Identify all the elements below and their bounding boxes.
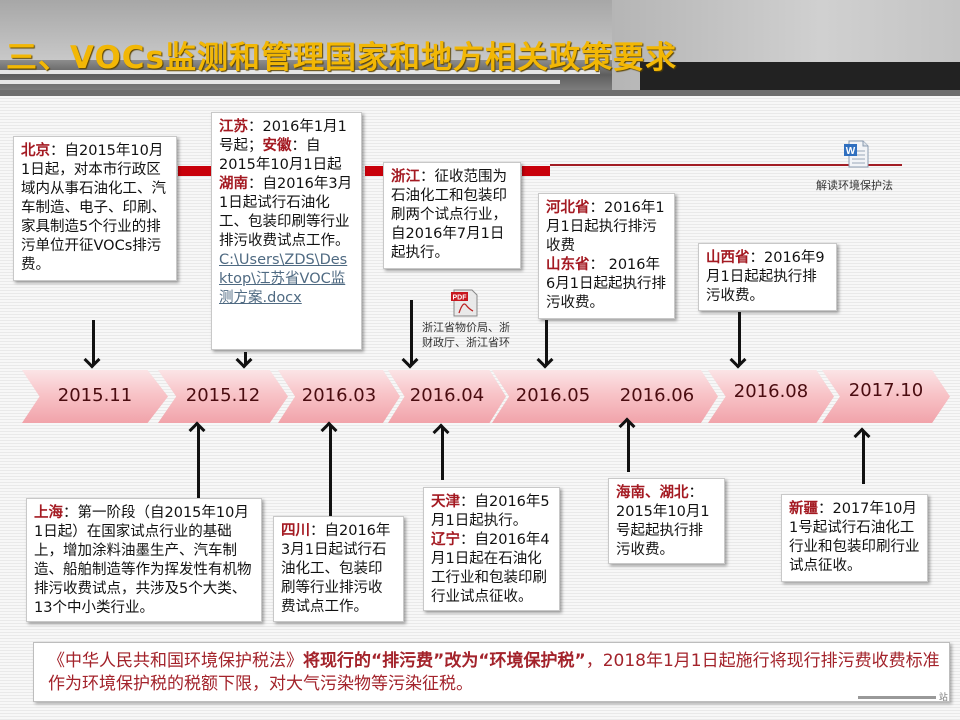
policy-box-shanxi: 山西省：2016年9月1日起起执行排污收费。	[698, 243, 837, 311]
banner-rail	[0, 70, 600, 74]
policy-text: ：自2015年10月1日起	[219, 138, 342, 173]
svg-text:PDF: PDF	[453, 295, 468, 302]
footer-logo-bar	[858, 696, 936, 699]
arrow-down-icon	[545, 320, 548, 364]
policy-text: ：第一阶段（自2015年10月1日起）在国家试点行业的基础上，增加涂料油墨生产、…	[34, 505, 252, 616]
policy-box-sichuan: 四川：自2016年3月1日起试行石油化工、包装印刷等行业排污收费试点工作。	[273, 516, 404, 622]
timeline-top-line	[178, 166, 212, 176]
banner-rail	[0, 80, 560, 84]
policy-text: ：自2016年4月1日起在石油化工行业和包装印刷行业试点征收。	[431, 532, 550, 605]
timeline-top-line	[365, 166, 385, 176]
region-label: 湖南	[219, 176, 248, 192]
policy-text: ：2016年1月1号起；	[219, 119, 347, 154]
policy-box-hainan-hubei: 海南、湖北：2015年10月1号起起执行排污收费。	[608, 478, 725, 564]
region-label: 上海	[34, 505, 63, 521]
docx-file-link[interactable]: C:\Users\ZDS\Desktop\江苏省VOC监测方案.docx	[219, 252, 348, 306]
footer-logo-text: 站	[938, 693, 948, 703]
word-attachment-caption[interactable]: 解读环境保护法	[816, 179, 893, 192]
timeline-node-2016-06: 2016.06	[596, 370, 718, 423]
arrow-up-icon	[627, 422, 630, 472]
arrow-down-icon	[738, 312, 741, 364]
policy-box-zhejiang: 浙江：征收范围为石油化工和包装印刷两个试点行业，自2016年7月1日起执行。	[383, 162, 521, 269]
summary-emphasis: 将现行的“排污费”改为“环境保护税”	[303, 651, 586, 671]
timeline-date: 2016.03	[301, 385, 377, 406]
region-label: 山东省	[546, 257, 590, 273]
law-title: 《中华人民共和国环境保护税法》	[48, 651, 303, 671]
policy-text: ：2017年10月1号起试行石油化工行业和包装印刷行业试点征收。	[789, 501, 920, 574]
region-label: 河北省	[546, 200, 590, 216]
word-document-icon[interactable]: W	[843, 140, 869, 168]
region-label: 北京	[21, 143, 50, 159]
policy-text: ： 2016年6月1日起起执行排污收费。	[546, 257, 666, 311]
arrow-up-icon	[197, 426, 200, 500]
timeline-node-2015-11: 2015.11	[22, 370, 168, 423]
arrow-down-icon	[244, 352, 247, 364]
region-label: 海南、湖北	[616, 485, 689, 501]
timeline-node-2015-12: 2015.12	[158, 370, 288, 423]
region-label: 江苏	[219, 119, 248, 135]
region-label: 天津	[431, 494, 460, 510]
policy-text: ：自2016年3月1日起试行石油化工、包装印刷等行业排污收费试点工作。	[281, 523, 391, 615]
timeline-date: 2016.08	[733, 381, 809, 402]
arrow-up-icon	[441, 428, 444, 480]
timeline-node-2017-10: 2017.10	[822, 370, 950, 423]
region-label: 新疆	[789, 501, 818, 517]
summary-box: 《中华人民共和国环境保护税法》将现行的“排污费”改为“环境保护税”，2018年1…	[33, 642, 950, 702]
header-banner: 三、VOCs监测和管理国家和地方相关政策要求	[0, 0, 960, 96]
timeline-node-2016-03: 2016.03	[278, 370, 400, 423]
region-label: 安徽	[262, 138, 292, 154]
timeline-date: 2015.12	[185, 385, 261, 406]
timeline-date: 2016.06	[619, 385, 695, 406]
region-label: 浙江	[391, 169, 420, 185]
arrow-down-icon	[92, 320, 95, 364]
policy-text: ：自2016年5月1日起执行。	[431, 494, 550, 529]
policy-box-hebei-shandong: 河北省：2016年1月1日起执行排污收费 山东省： 2016年6月1日起起执行排…	[538, 193, 675, 319]
policy-text: ：自2015年10月1日起，对本市行政区域内从事石油化工、汽车制造、电子、印刷、…	[21, 143, 166, 273]
arrow-up-icon	[862, 432, 865, 484]
timeline-date: 2015.11	[57, 385, 133, 406]
timeline-node-2016-08: 2016.08	[708, 370, 834, 423]
arrow-down-icon	[410, 300, 413, 364]
svg-text:W: W	[846, 146, 856, 157]
region-label: 山西省	[706, 250, 750, 266]
summary-text: ，2018年1月1日起施行将现行排污费收费标准作为环境保护税的税额下限，对大气污…	[48, 651, 940, 694]
policy-text: ：2016年1月1日起执行排污收费	[546, 200, 665, 254]
policy-box-xinjiang: 新疆：2017年10月1号起试行石油化工行业和包装印刷行业试点征收。	[781, 494, 928, 582]
policy-box-beijing: 北京：自2015年10月1日起，对本市行政区域内从事石油化工、汽车制造、电子、印…	[13, 136, 177, 281]
banner-bottom-strip	[0, 90, 960, 96]
policy-text: ：2015年10月1号起起执行排污收费。	[616, 485, 710, 558]
region-label: 四川	[281, 523, 310, 539]
banner-sky	[0, 0, 620, 60]
footer-logo: 站	[858, 690, 948, 703]
timeline-top-line	[522, 166, 550, 176]
policy-text: ：征收范围为石油化工和包装印刷两个试点行业，自2016年7月1日起执行。	[391, 169, 507, 261]
policy-text: ：自2016年3月1日起试行石油化工、包装印刷等行业排污收费试点工作。	[219, 176, 353, 249]
timeline-top-thin-line	[550, 164, 902, 166]
page-title: 三、VOCs监测和管理国家和地方相关政策要求	[6, 40, 677, 76]
policy-box-jiangsu: 江苏：2016年1月1号起；安徽：自2015年10月1日起 湖南：自2016年3…	[211, 112, 362, 350]
policy-box-shanghai: 上海：第一阶段（自2015年10月1日起）在国家试点行业的基础上，增加涂料油墨生…	[26, 498, 262, 622]
region-label: 辽宁	[431, 532, 460, 548]
timeline-node-2016-05: 2016.05	[492, 370, 614, 423]
timeline-date: 2016.05	[515, 385, 591, 406]
pdf-document-icon[interactable]: PDF	[451, 289, 479, 317]
policy-box-tianjin-liaoning: 天津：自2016年5月1日起执行。 辽宁：自2016年4月1日起在石油化工行业和…	[423, 487, 560, 611]
timeline-date: 2016.04	[409, 385, 485, 406]
timeline-date: 2017.10	[848, 380, 924, 401]
pdf-attachment-caption-line1[interactable]: 浙江省物价局、浙	[422, 321, 510, 334]
timeline-node-2016-04: 2016.04	[388, 370, 506, 423]
arrow-up-icon	[329, 426, 332, 518]
policy-text: ：2016年9月1日起起执行排污收费。	[706, 250, 825, 304]
pdf-attachment-caption-line2[interactable]: 财政厅、浙江省环	[422, 336, 510, 349]
